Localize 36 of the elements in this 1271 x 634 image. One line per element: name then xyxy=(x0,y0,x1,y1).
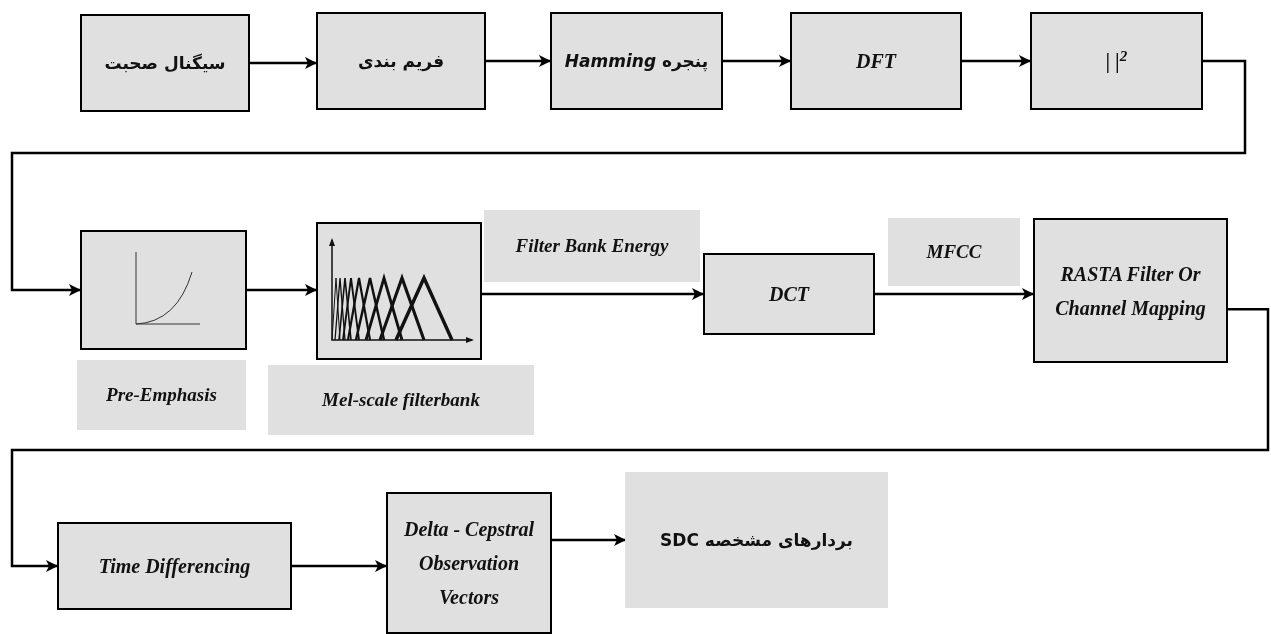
arrow xyxy=(10,308,1270,572)
process-box xyxy=(1033,218,1228,363)
box-label: سیگنال صحبت xyxy=(103,51,227,75)
box-label: DFT xyxy=(855,49,898,74)
arrow xyxy=(962,55,1031,67)
arrow xyxy=(292,560,387,572)
box-label: DCT xyxy=(768,282,811,307)
arrow xyxy=(486,55,551,67)
process-box xyxy=(550,12,723,110)
arrow xyxy=(552,534,626,546)
box-label: | |$^{2}$ xyxy=(1104,46,1129,75)
output-panel xyxy=(625,472,888,608)
process-box xyxy=(80,14,250,112)
process-box xyxy=(1030,12,1203,110)
process-box xyxy=(80,230,247,350)
arrow xyxy=(247,284,317,296)
process-box xyxy=(57,522,292,610)
box-label: Delta - Cepstral Observation Vectors xyxy=(403,517,535,610)
edge-label: Filter Bank Energy xyxy=(484,210,700,282)
process-box xyxy=(316,222,482,360)
caption-label: Mel-scale filterbank xyxy=(268,365,534,435)
box-label: RASTA Filter Or Channel Mapping xyxy=(1054,261,1207,322)
process-box xyxy=(790,12,962,110)
box-label: Time Differencing xyxy=(97,554,252,580)
arrow xyxy=(875,288,1034,300)
caption-label: Pre-Emphasis xyxy=(77,360,246,430)
process-box xyxy=(316,12,486,110)
arrow xyxy=(723,55,791,67)
box-label: بردارهای مشخصه SDC xyxy=(659,528,854,553)
process-box xyxy=(703,253,875,335)
arrow xyxy=(250,57,317,69)
process-box xyxy=(386,492,552,634)
arrow xyxy=(482,288,704,300)
box-label: فریم بندی xyxy=(356,49,446,74)
arrow xyxy=(10,59,1247,296)
edge-label: MFCC xyxy=(888,218,1020,286)
